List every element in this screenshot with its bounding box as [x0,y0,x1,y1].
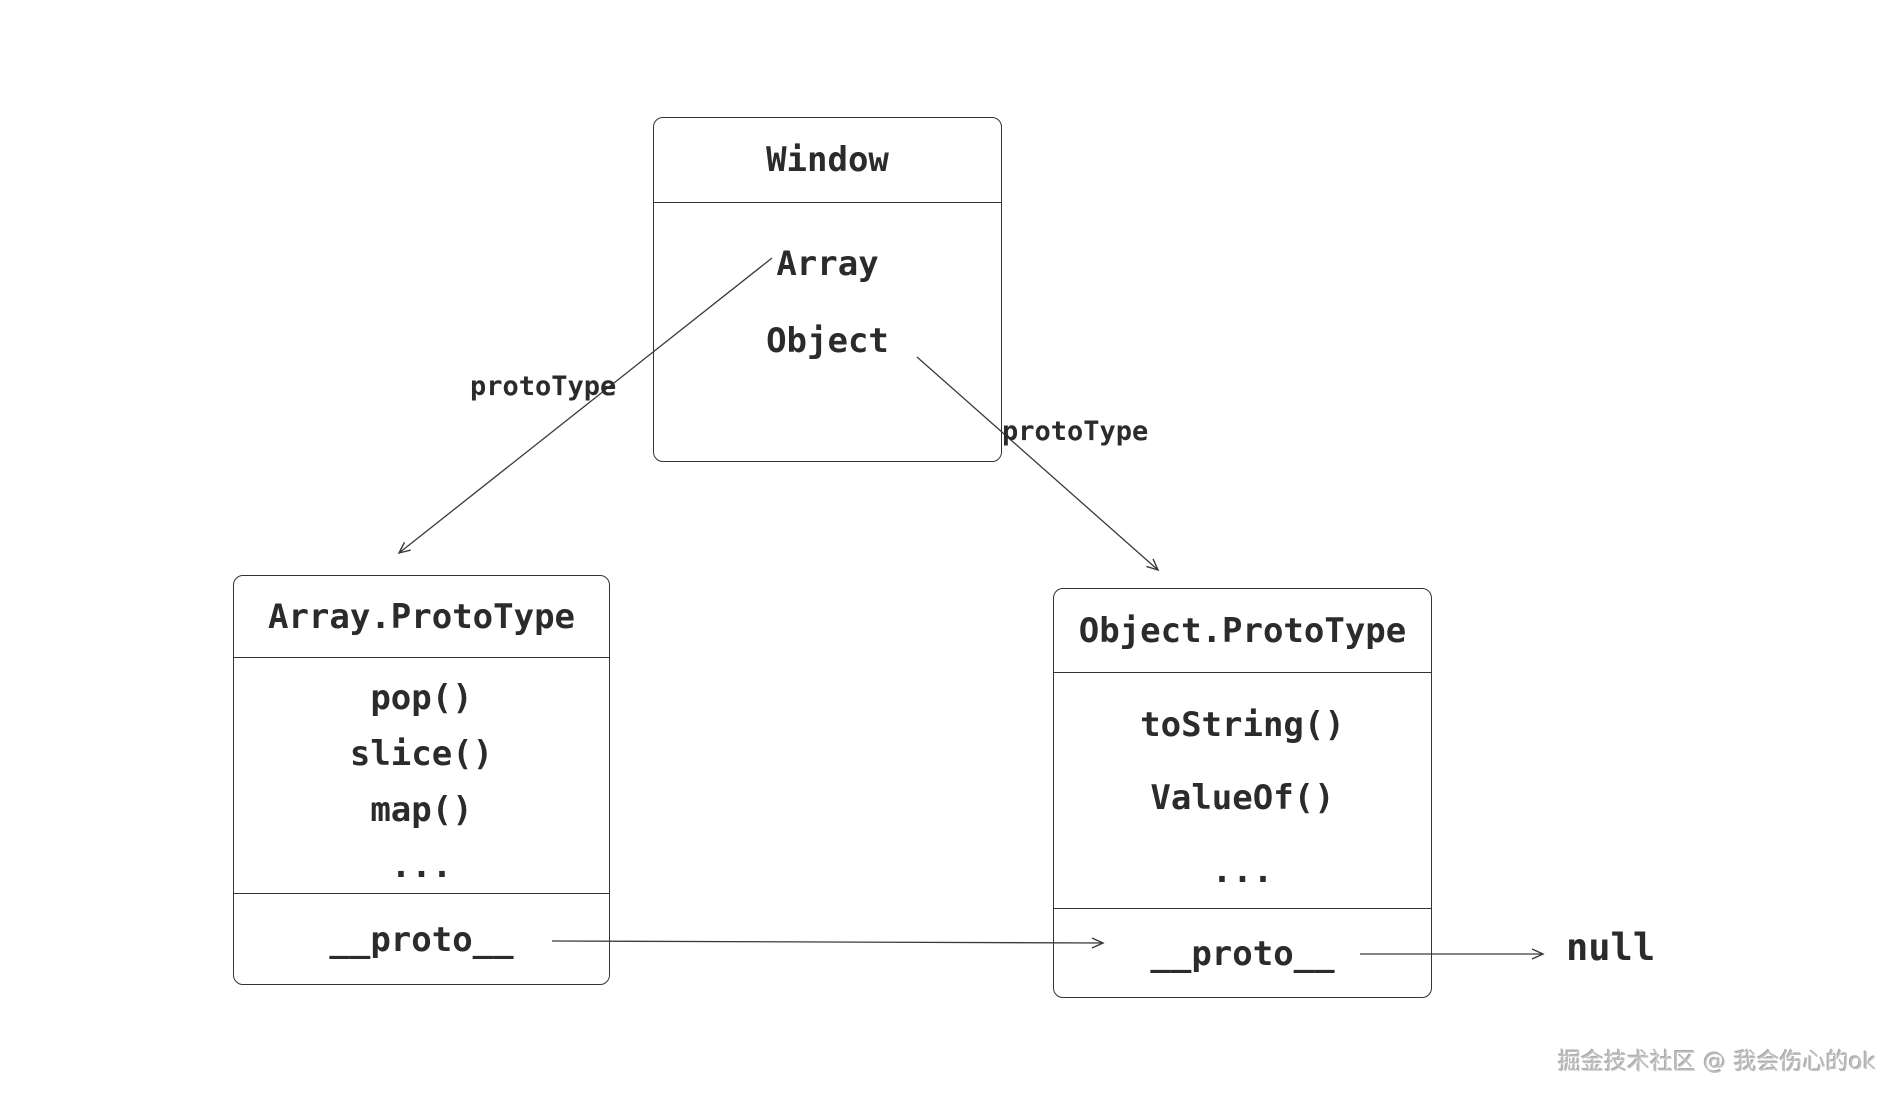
object-box-title: Object.ProtoType [1054,589,1431,673]
window-item-array: Array [776,244,879,284]
method-ellipsis: ... [1211,851,1274,891]
object-prototype-box: Object.ProtoType toString() ValueOf() ..… [1053,588,1432,998]
method-valueof: ValueOf() [1150,778,1335,818]
array-prototype-box: Array.ProtoType pop() slice() map() ... … [233,575,610,985]
array-proto-row: __proto__ [234,893,609,986]
object-methods-list: toString() ValueOf() ... [1054,673,1431,908]
method-pop: pop() [370,678,473,718]
array-box-title: Array.ProtoType [234,576,609,658]
watermark-text: 掘金技术社区 @ 我会伤心的ok [1557,1049,1876,1075]
object-proto-row: __proto__ [1054,908,1431,999]
array-methods-list: pop() slice() map() ... [234,658,609,894]
method-tostring: toString() [1140,705,1345,745]
window-box-title: Window [654,118,1001,203]
prototype-edge-label-right: protoType [1002,416,1149,447]
method-ellipsis: ... [390,846,453,886]
window-class-box: Window Array Object [653,117,1002,462]
method-map: map() [370,790,473,830]
arrow-arrayproto-to-objectproto [551,937,1105,949]
prototype-edge-label-left: protoType [470,371,617,402]
method-slice: slice() [349,734,494,774]
null-terminal-label: null [1566,926,1656,969]
window-item-object: Object [766,321,889,361]
